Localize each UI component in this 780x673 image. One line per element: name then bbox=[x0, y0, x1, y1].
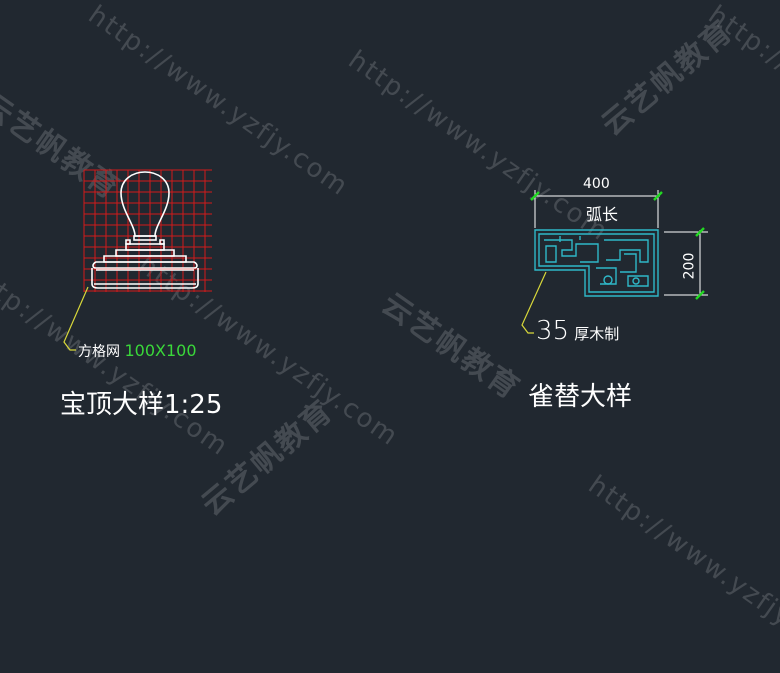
grid-callout-text: 方格网 bbox=[78, 344, 120, 360]
bracket-title: 雀替大样 bbox=[528, 382, 633, 412]
bracket-callout-number: 35 bbox=[536, 316, 570, 346]
finial-title: 宝顶大样1:25 bbox=[60, 390, 223, 420]
grid-callout-leader bbox=[63, 286, 89, 351]
bracket-callout-label: 35 厚木制 bbox=[536, 316, 619, 346]
square-grid bbox=[83, 169, 212, 292]
dimension-ticks bbox=[530, 191, 705, 300]
finial-outline bbox=[91, 171, 199, 289]
arc-length-label: 弧长 bbox=[586, 205, 619, 224]
bracket-callout-text: 厚木制 bbox=[574, 325, 620, 343]
dim-height-label: 200 bbox=[681, 252, 698, 280]
bracket-callout-leader bbox=[521, 271, 547, 334]
grid-callout-label: 方格网 100X100 bbox=[78, 341, 197, 361]
grid-callout-value: 100X100 bbox=[124, 341, 197, 360]
bracket-outline bbox=[534, 229, 659, 297]
dim-width-label: 400 bbox=[583, 176, 610, 192]
cad-canvas bbox=[63, 169, 708, 351]
dimension-lines bbox=[534, 190, 708, 296]
